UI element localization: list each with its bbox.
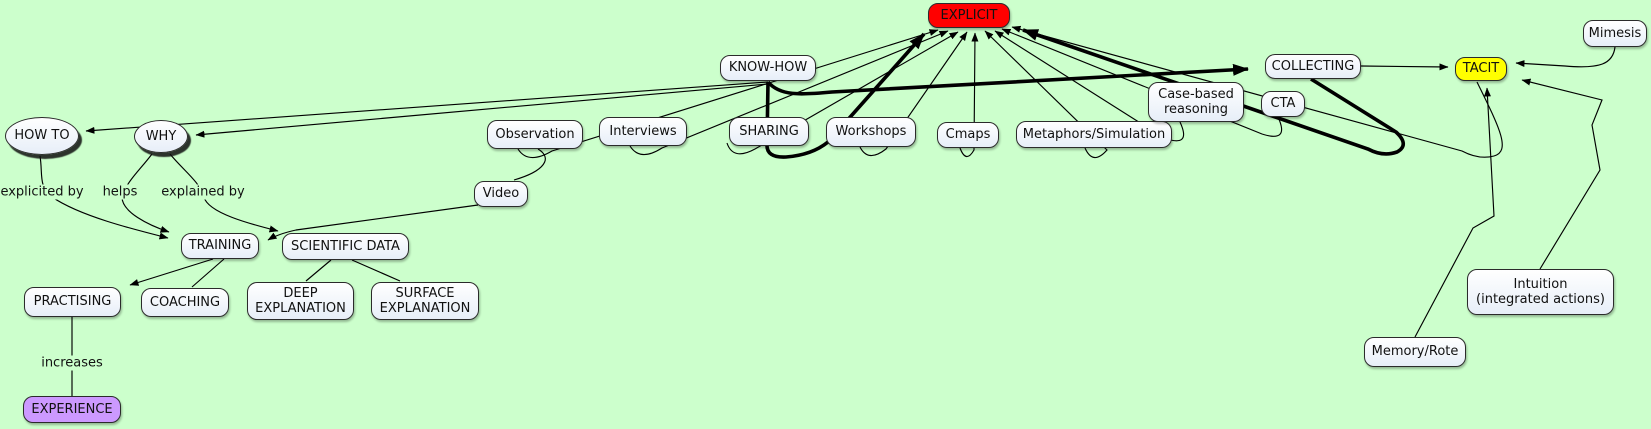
node-label-memory-rote: Memory/Rote	[1371, 344, 1459, 360]
node-label-sharing: SHARING	[739, 123, 799, 139]
node-experience[interactable]: EXPERIENCE	[23, 396, 121, 423]
node-cmaps[interactable]: Cmaps	[937, 122, 999, 148]
edge-knowhow-howto	[85, 81, 769, 134]
link-label-explicited-by[interactable]: explicited by	[0, 184, 87, 200]
node-tacit[interactable]: TACIT	[1455, 57, 1507, 81]
edge-sd-deep	[305, 259, 332, 282]
node-label-workshops: Workshops	[835, 124, 907, 140]
edge-knowhow-collecting	[766, 63, 1249, 96]
node-deep-explanation[interactable]: DEEP EXPLANATION	[247, 282, 354, 320]
node-scientific-data[interactable]: SCIENTIFIC DATA	[282, 233, 409, 260]
node-label-cmaps: Cmaps	[945, 127, 991, 143]
edge-observation-explicit	[517, 29, 939, 159]
node-observation[interactable]: Observation	[487, 120, 583, 149]
node-practising[interactable]: PRACTISING	[24, 287, 121, 317]
node-intuition[interactable]: Intuition (integrated actions)	[1467, 269, 1614, 315]
node-label-practising: PRACTISING	[33, 294, 112, 310]
node-label-know-how: KNOW-HOW	[728, 60, 808, 76]
edge-howto-training	[39, 155, 169, 240]
edge-metaphors-explicit	[984, 30, 1108, 159]
node-label-how-to: HOW TO	[14, 128, 70, 144]
node-metaphors[interactable]: Metaphors/Simulation	[1016, 121, 1172, 148]
edge-interviews-explicit	[629, 30, 949, 156]
node-label-deep-explanation: DEEP EXPLANATION	[255, 285, 346, 316]
node-label-intuition: Intuition (integrated actions)	[1476, 276, 1605, 307]
edge-cmaps-explicit	[959, 32, 979, 158]
link-label-increases[interactable]: increases	[38, 355, 106, 371]
node-label-observation: Observation	[495, 126, 575, 142]
node-collecting[interactable]: COLLECTING	[1265, 54, 1361, 79]
node-label-case-based: Case-based reasoning	[1158, 86, 1234, 117]
node-label-mimesis: Mimesis	[1588, 25, 1642, 41]
node-sharing[interactable]: SHARING	[729, 117, 809, 146]
node-label-video: Video	[482, 186, 520, 202]
node-label-scientific-data: SCIENTIFIC DATA	[291, 238, 400, 254]
node-video[interactable]: Video	[474, 181, 528, 207]
link-label-explained-by[interactable]: explained by	[158, 184, 248, 200]
node-label-cta: CTA	[1270, 96, 1296, 112]
node-coaching[interactable]: COACHING	[141, 288, 229, 317]
node-know-how[interactable]: KNOW-HOW	[720, 55, 816, 81]
edge-sharing-explicit	[726, 31, 959, 155]
node-label-why: WHY	[145, 128, 177, 144]
edge-video-training	[267, 204, 479, 241]
edge-cta-explicit	[1001, 28, 1283, 137]
edge-workshops-explicit	[859, 31, 968, 157]
edge-training-coaching	[191, 258, 225, 288]
edge-training-practising	[129, 258, 214, 286]
edge-intuition-tacit	[1521, 78, 1603, 270]
edge-memoryrote-tacit	[1414, 87, 1495, 338]
node-label-tacit: TACIT	[1462, 61, 1500, 77]
node-label-collecting: COLLECTING	[1271, 58, 1355, 74]
node-label-surface-explanation: SURFACE EXPLANATION	[379, 285, 471, 316]
node-label-explicit: EXPLICIT	[940, 7, 998, 23]
node-label-interviews: Interviews	[609, 123, 677, 139]
node-interviews[interactable]: Interviews	[599, 117, 687, 146]
node-how-to[interactable]: HOW TO	[5, 117, 79, 155]
edge-sd-surface	[351, 259, 401, 282]
node-label-metaphors: Metaphors/Simulation	[1022, 126, 1166, 142]
node-why[interactable]: WHY	[134, 120, 188, 153]
edge-collecting-tacit	[1360, 63, 1449, 71]
edge-mimesis-tacit	[1515, 46, 1616, 68]
link-label-helps[interactable]: helps	[99, 184, 141, 200]
edge-observation-video	[513, 148, 546, 181]
node-label-experience: EXPERIENCE	[31, 401, 113, 417]
node-training[interactable]: TRAINING	[181, 233, 259, 259]
node-surface-explanation[interactable]: SURFACE EXPLANATION	[371, 282, 479, 320]
node-label-coaching: COACHING	[149, 294, 221, 310]
edge-tacit-explicit	[1011, 25, 1503, 158]
node-explicit[interactable]: EXPLICIT	[928, 3, 1010, 28]
edge-knowhow-why	[195, 83, 769, 138]
node-cta[interactable]: CTA	[1261, 91, 1305, 117]
node-case-based[interactable]: Case-based reasoning	[1148, 82, 1244, 122]
node-mimesis[interactable]: Mimesis	[1583, 20, 1647, 47]
node-workshops[interactable]: Workshops	[826, 117, 916, 147]
node-label-training: TRAINING	[188, 238, 252, 254]
edge-collecting-explicit	[1022, 28, 1406, 156]
edge-knowhow-explicit	[765, 32, 926, 159]
node-memory-rote[interactable]: Memory/Rote	[1364, 337, 1466, 367]
